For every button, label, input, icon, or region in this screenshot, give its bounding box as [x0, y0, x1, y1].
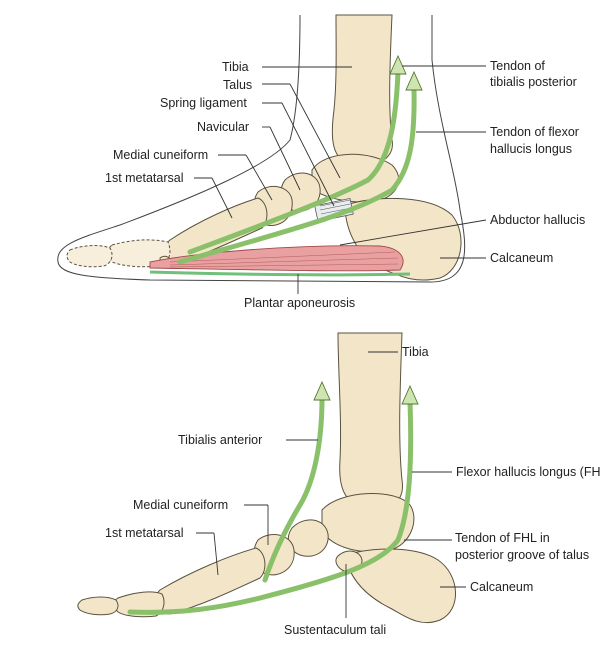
- bottom-label-tibialis-anterior: Tibialis anterior: [178, 433, 262, 447]
- top-muscle-striations: [169, 251, 399, 268]
- top-label-tendon-tib-post-line2: tibialis posterior: [490, 75, 577, 89]
- bottom-label-fhl: Flexor hallucis longus (FH: [456, 465, 600, 479]
- top-label-navicular: Navicular: [197, 120, 249, 134]
- top-label-plantar-aponeurosis: Plantar aponeurosis: [244, 296, 355, 310]
- bottom-label-calcaneum: Calcaneum: [470, 580, 533, 594]
- bottom-label-tibia: Tibia: [402, 345, 429, 359]
- bottom-tendon-tibialis-anterior-arrow: [313, 380, 331, 401]
- bottom-label-medial-cuneiform: Medial cuneiform: [133, 498, 228, 512]
- bottom-calcaneum-bone: [344, 548, 456, 624]
- top-skin-outline: [57, 14, 466, 283]
- bottom-label-sustentaculum-tali: Sustentaculum tali: [284, 623, 386, 637]
- top-label-tibia: Tibia: [222, 60, 249, 74]
- top-tendon-fhl: [177, 85, 417, 265]
- bottom-foot-figure: Tibia Tibialis anterior Medial cuneiform…: [77, 332, 600, 637]
- bottom-first-metatarsal-bone: [154, 547, 266, 615]
- top-distal-phalanx: [66, 245, 113, 268]
- top-plantar-aponeurosis: [149, 270, 411, 277]
- top-label-medial-cuneiform: Medial cuneiform: [113, 148, 208, 162]
- top-label-spring-ligament: Spring ligament: [160, 96, 247, 110]
- bottom-tendon-tibialis-anterior: [262, 395, 325, 583]
- bottom-talus-bone: [321, 493, 415, 553]
- top-label-calcaneum: Calcaneum: [490, 251, 553, 265]
- top-label-tendon-fhl-line2: hallucis longus: [490, 142, 572, 156]
- bottom-distal-phalanx: [77, 596, 119, 616]
- bottom-label-first-metatarsal: 1st metatarsal: [105, 526, 184, 540]
- bottom-label-tendon-fhl-groove-line2: posterior groove of talus: [455, 548, 589, 562]
- top-foot-figure: Tibia Talus Spring ligament Navicular Me…: [57, 14, 585, 310]
- top-label-tendon-fhl-line1: Tendon of flexor: [490, 125, 579, 139]
- bottom-tibia-bone: [337, 332, 403, 510]
- bottom-tendon-fhl: [127, 399, 414, 615]
- top-label-talus: Talus: [223, 78, 252, 92]
- top-tendon-fhl-arrow: [405, 70, 423, 91]
- top-tendon-tibialis-posterior: [187, 69, 401, 255]
- top-tibia-bone: [331, 14, 393, 167]
- top-leader-lines: [194, 65, 487, 294]
- top-label-abductor-hallucis: Abductor hallucis: [490, 213, 585, 227]
- bottom-label-tendon-fhl-groove-line1: Tendon of FHL in: [455, 531, 550, 545]
- bottom-leader-lines: [196, 351, 466, 618]
- bottom-tendon-fhl-arrow: [401, 384, 419, 405]
- top-proximal-phalanx: [107, 239, 171, 268]
- top-tendon-tibialis-posterior-arrow: [389, 54, 407, 75]
- top-label-tendon-tib-post-line1: Tendon of: [490, 59, 545, 73]
- top-label-first-metatarsal: 1st metatarsal: [105, 171, 184, 185]
